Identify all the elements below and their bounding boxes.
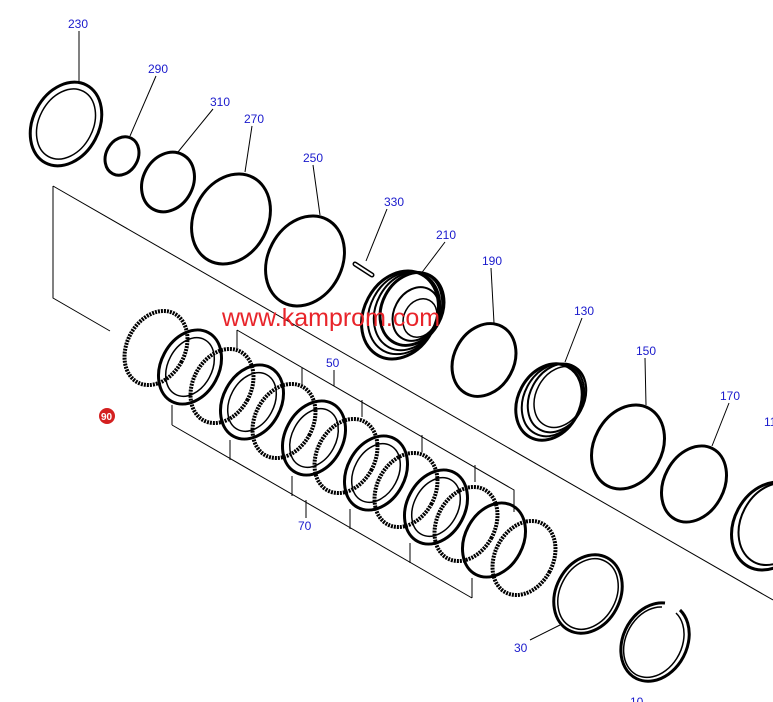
callout-11: 11	[764, 415, 773, 429]
ring-170	[660, 444, 728, 524]
ring-230	[28, 80, 104, 168]
marker-90: 90	[99, 408, 115, 424]
watermark: www.kamprom.com	[221, 304, 440, 332]
ring-150	[590, 403, 666, 491]
callout-70: 70	[298, 519, 312, 533]
clutch-pack-brackets	[171, 329, 515, 599]
callout-50: 50	[326, 356, 340, 370]
callout-170: 170	[720, 389, 740, 403]
callout-130: 130	[574, 304, 594, 318]
ring-30	[552, 553, 624, 635]
callout-30: 30	[514, 641, 528, 655]
callout-270: 270	[244, 112, 264, 126]
callout-190: 190	[482, 254, 502, 268]
snap-ring-10	[619, 601, 691, 683]
leader-lines	[78, 31, 730, 641]
callout-310: 310	[210, 95, 230, 109]
callout-230: 230	[68, 17, 88, 31]
ring-190	[450, 322, 518, 398]
piston-210	[360, 269, 446, 361]
ring-310	[140, 150, 196, 214]
callout-210: 210	[436, 228, 456, 242]
callout-90: 90	[101, 412, 113, 423]
callout-250: 250	[303, 151, 323, 165]
callout-330: 330	[384, 195, 404, 209]
ring-290	[103, 135, 141, 177]
ring-130	[514, 362, 588, 442]
pin-330	[352, 261, 375, 278]
callout-290: 290	[148, 62, 168, 76]
callout-150: 150	[636, 344, 656, 358]
callout-10: 10	[630, 695, 644, 702]
clutch-pack	[122, 308, 558, 598]
ring-11x-partial	[730, 480, 773, 572]
assembly-frame	[52, 185, 773, 601]
ring-250	[264, 214, 346, 308]
callout-labels: 230 290 310 270 250 330 210 190 130 150 …	[68, 17, 773, 702]
ring-270	[190, 172, 272, 266]
